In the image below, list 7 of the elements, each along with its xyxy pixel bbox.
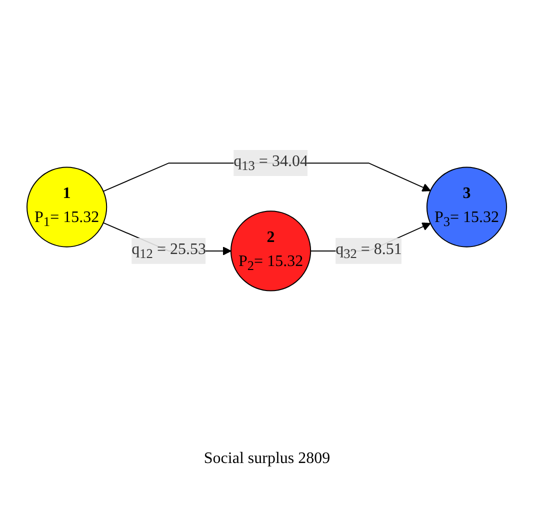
- edge-label: q$_{13}$ = 34.04: [234, 152, 308, 173]
- node-circle: 1 P$_{1}$= 15.32: [26, 166, 108, 247]
- node-circle: 3 P$_{3}$= 15.32: [426, 166, 508, 247]
- note-text: Social surplus 2809: [204, 450, 330, 468]
- edge-label: q$_{32}$ = 8.51: [336, 240, 402, 261]
- node-circle: 2 P$_{2}$= 15.32: [230, 210, 312, 291]
- edge-label: q$_{12}$ = 25.53: [132, 240, 206, 261]
